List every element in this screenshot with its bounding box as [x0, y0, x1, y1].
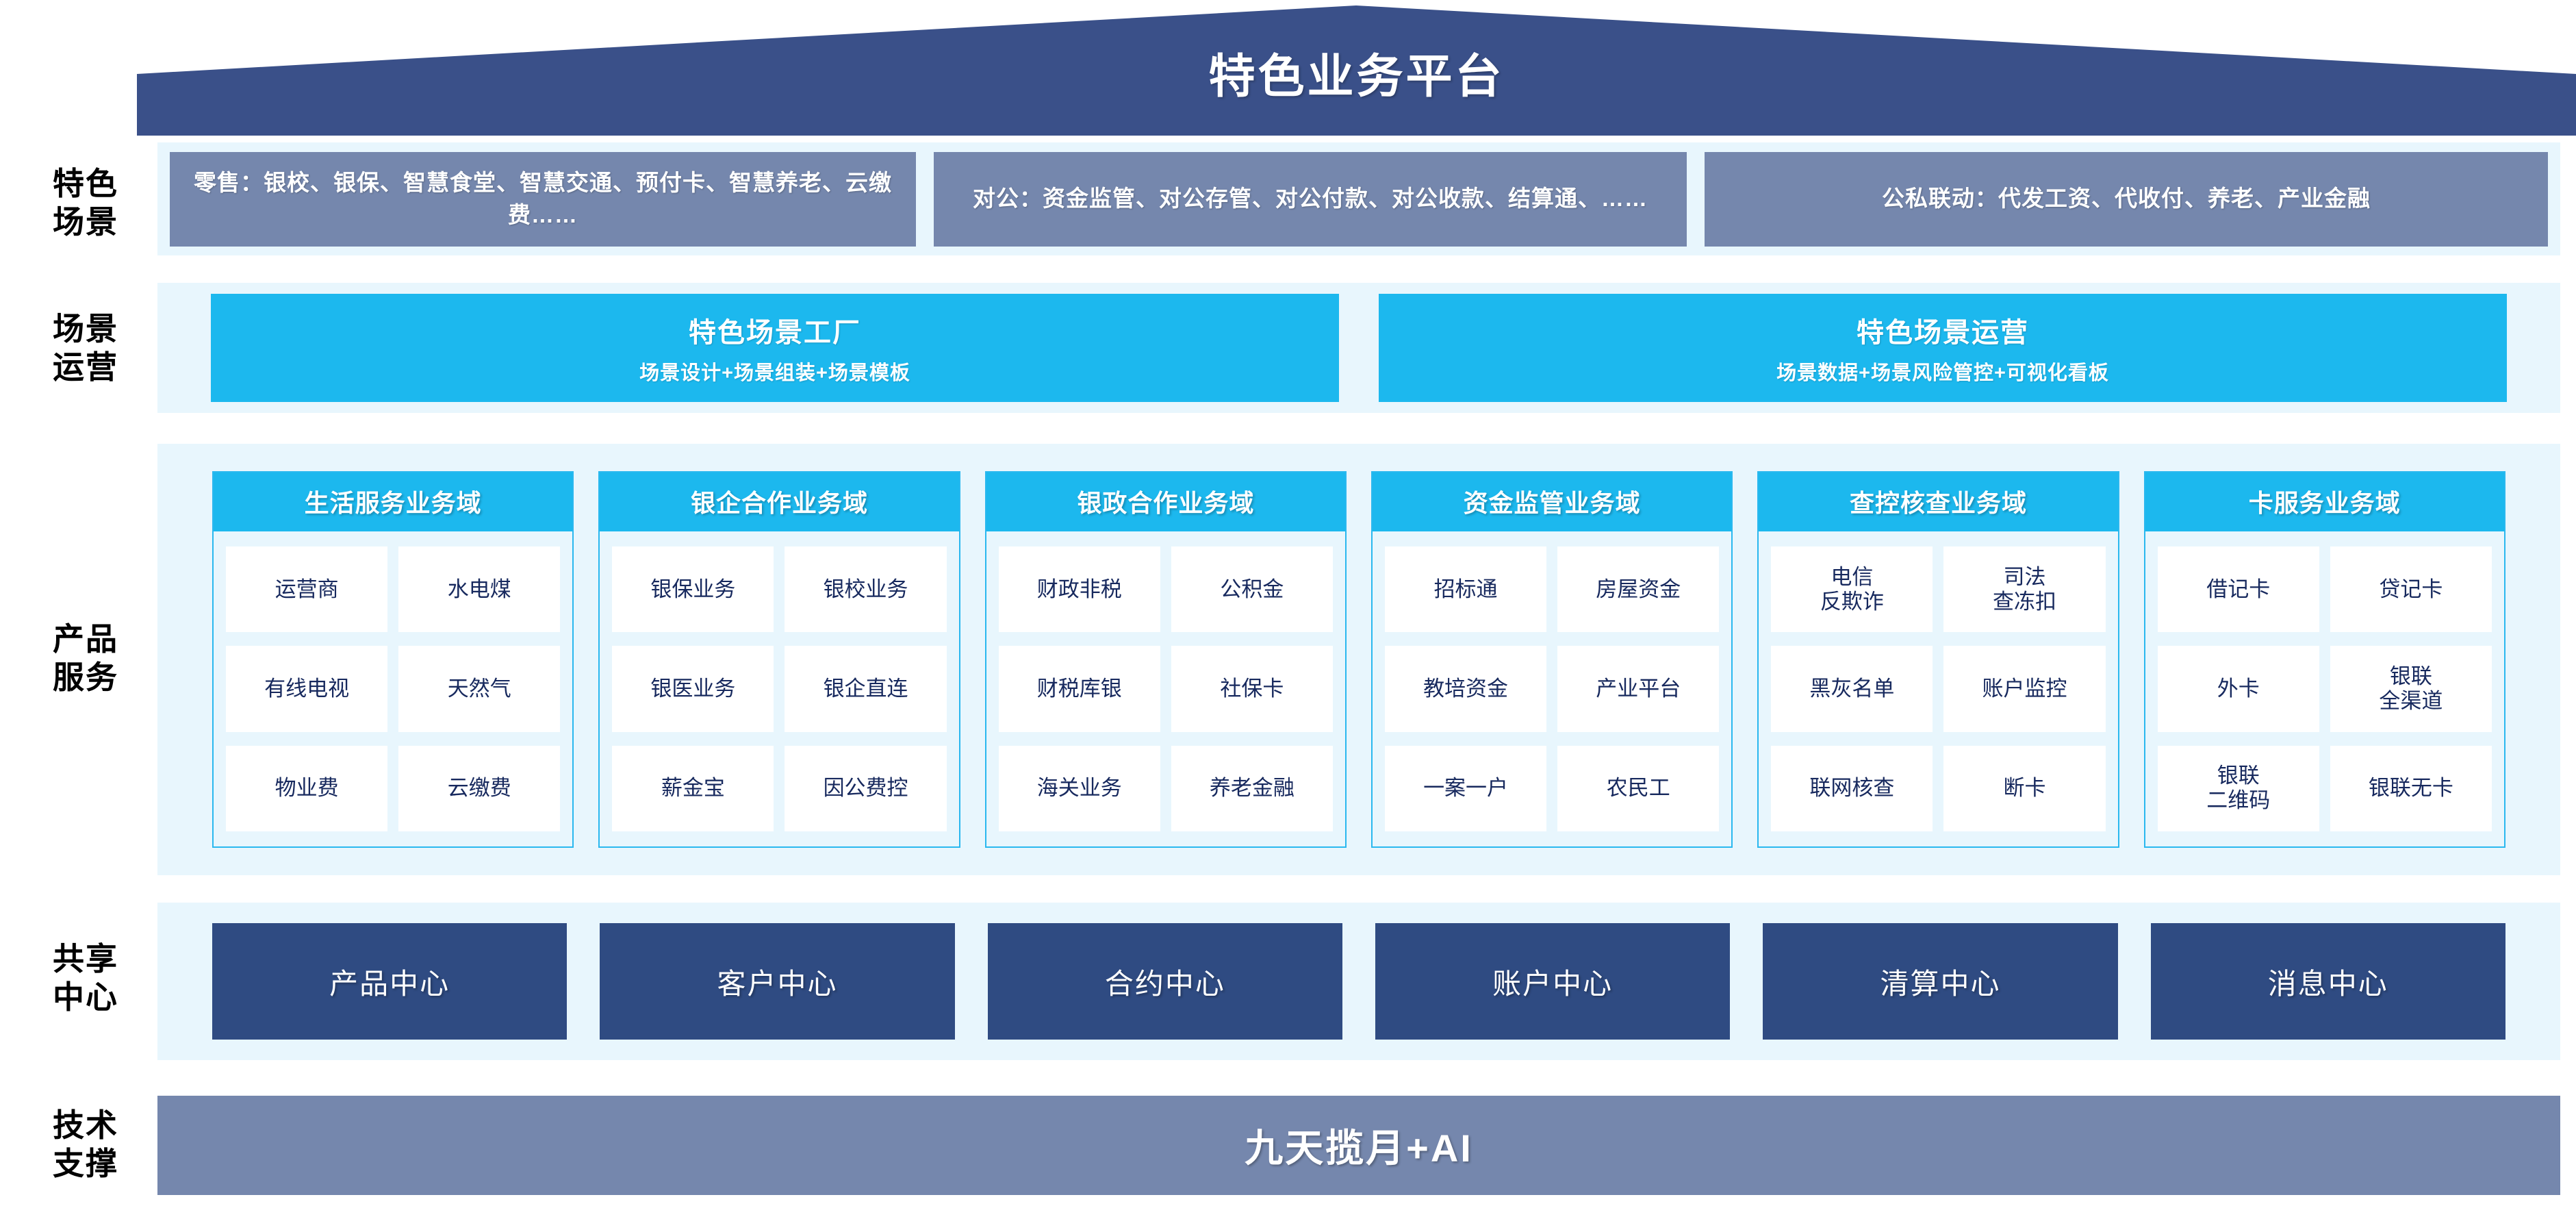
domain-items: 运营商 水电煤 有线电视 天然气 物业费 云缴费 [214, 531, 572, 846]
tech-support-row: 九天揽月+AI [157, 1096, 2560, 1195]
domain-items: 借记卡 贷记卡 外卡 银联 全渠道 银联 二维码 银联无卡 [2145, 531, 2504, 846]
domain-investigation-control[interactable]: 查控核查业务域 电信 反欺诈 司法 查冻扣 黑灰名单 账户监控 联网核查 断卡 [1757, 471, 2119, 848]
ops-factory-subtitle: 场景设计+场景组装+场景模板 [639, 362, 910, 384]
domain-item[interactable]: 司法 查冻扣 [1943, 546, 2106, 633]
domain-items: 银保业务 银校业务 银医业务 银企直连 薪金宝 因公费控 [600, 531, 958, 846]
domain-item[interactable]: 薪金宝 [612, 745, 774, 831]
domain-item[interactable]: 电信 反欺诈 [1771, 546, 1933, 633]
domain-item[interactable]: 联网核查 [1771, 745, 1933, 831]
domain-title: 资金监管业务域 [1372, 473, 1732, 531]
scenario-box-corporate[interactable]: 对公：资金监管、对公存管、对公付款、对公收款、结算通、…… [934, 151, 1687, 247]
page-title: 特色业务平台 [1208, 51, 1505, 103]
shared-center-row: 产品中心 客户中心 合约中心 账户中心 清算中心 消息中心 [157, 903, 2560, 1060]
tech-support-bar[interactable]: 九天揽月+AI [157, 1096, 2560, 1195]
row-label-products: 产品 服务 [53, 621, 118, 696]
scenario-row: 零售：银校、银保、智慧食堂、智慧交通、预付卡、智慧养老、云缴费…… 对公：资金监… [157, 142, 2560, 255]
domain-title: 银企合作业务域 [600, 473, 959, 531]
domain-item[interactable]: 产业平台 [1557, 646, 1720, 732]
shared-center-account[interactable]: 账户中心 [1375, 923, 1731, 1040]
ops-operation-title: 特色场景运营 [1857, 318, 2029, 348]
domain-item[interactable]: 贷记卡 [2330, 546, 2492, 633]
domain-item[interactable]: 云缴费 [398, 745, 561, 831]
domain-item[interactable]: 有线电视 [226, 646, 388, 732]
domain-item[interactable]: 银保业务 [612, 546, 774, 633]
domain-item[interactable]: 银联 二维码 [2157, 745, 2319, 831]
domain-title: 银政合作业务域 [986, 473, 1345, 531]
products-row: 生活服务业务域 运营商 水电煤 有线电视 天然气 物业费 云缴费 银企合作业务域… [157, 444, 2560, 875]
domain-item[interactable]: 银联无卡 [2330, 745, 2492, 831]
shared-center-product[interactable]: 产品中心 [212, 923, 568, 1040]
domain-item[interactable]: 房屋资金 [1557, 546, 1720, 633]
ops-operation-subtitle: 场景数据+场景风险管控+可视化看板 [1776, 362, 2109, 384]
domain-item[interactable]: 断卡 [1943, 745, 2106, 831]
row-label-shared-center: 共享 中心 [53, 941, 118, 1016]
domain-bank-enterprise[interactable]: 银企合作业务域 银保业务 银校业务 银医业务 银企直连 薪金宝 因公费控 [598, 471, 960, 848]
ops-box-scene-factory[interactable]: 特色场景工厂 场景设计+场景组装+场景模板 [211, 294, 1339, 402]
domain-item[interactable]: 养老金融 [1171, 745, 1333, 831]
domain-item[interactable]: 账户监控 [1943, 646, 2106, 732]
domain-item[interactable]: 公积金 [1171, 546, 1333, 633]
ops-factory-title: 特色场景工厂 [689, 318, 861, 348]
domain-item[interactable]: 银校业务 [785, 546, 947, 633]
platform-roof-banner: 特色业务平台 [137, 5, 2576, 136]
domain-item[interactable]: 农民工 [1557, 745, 1720, 831]
ops-box-scene-operation[interactable]: 特色场景运营 场景数据+场景风险管控+可视化看板 [1379, 294, 2507, 402]
domain-item[interactable]: 因公费控 [785, 745, 947, 831]
domain-item[interactable]: 招标通 [1384, 546, 1547, 633]
domain-item[interactable]: 财政非税 [998, 546, 1160, 633]
domain-item[interactable]: 水电煤 [398, 546, 561, 633]
scenario-box-public-private[interactable]: 公私联动：代发工资、代收付、养老、产业金融 [1705, 151, 2548, 247]
domain-item[interactable]: 银联 全渠道 [2330, 646, 2492, 732]
domain-title: 卡服务业务域 [2145, 473, 2504, 531]
domain-item[interactable]: 银企直连 [785, 646, 947, 732]
domain-items: 招标通 房屋资金 教培资金 产业平台 一案一户 农民工 [1373, 531, 1731, 846]
domain-life-service[interactable]: 生活服务业务域 运营商 水电煤 有线电视 天然气 物业费 云缴费 [212, 471, 574, 848]
domain-item[interactable]: 黑灰名单 [1771, 646, 1933, 732]
domain-fund-supervision[interactable]: 资金监管业务域 招标通 房屋资金 教培资金 产业平台 一案一户 农民工 [1370, 471, 1733, 848]
row-label-operations: 场景 运营 [53, 311, 118, 386]
domain-item[interactable]: 教培资金 [1384, 646, 1547, 732]
domain-item[interactable]: 社保卡 [1171, 646, 1333, 732]
shared-center-contract[interactable]: 合约中心 [987, 923, 1342, 1040]
domain-item[interactable]: 外卡 [2157, 646, 2319, 732]
shared-center-customer[interactable]: 客户中心 [600, 923, 955, 1040]
domain-card-service[interactable]: 卡服务业务域 借记卡 贷记卡 外卡 银联 全渠道 银联 二维码 银联无卡 [2143, 471, 2505, 848]
domain-items: 财政非税 公积金 财税库银 社保卡 海关业务 养老金融 [986, 531, 1345, 846]
domain-item[interactable]: 天然气 [398, 646, 561, 732]
row-label-tech-support: 技术 支撑 [53, 1107, 118, 1182]
domain-item[interactable]: 一案一户 [1384, 745, 1547, 831]
roof-shape-icon [137, 5, 2576, 136]
domain-item[interactable]: 运营商 [226, 546, 388, 633]
scenario-box-retail[interactable]: 零售：银校、银保、智慧食堂、智慧交通、预付卡、智慧养老、云缴费…… [170, 151, 916, 247]
operations-row: 特色场景工厂 场景设计+场景组装+场景模板 特色场景运营 场景数据+场景风险管控… [157, 283, 2560, 413]
domain-item[interactable]: 物业费 [226, 745, 388, 831]
domain-bank-government[interactable]: 银政合作业务域 财政非税 公积金 财税库银 社保卡 海关业务 养老金融 [984, 471, 1347, 848]
domain-item[interactable]: 财税库银 [998, 646, 1160, 732]
row-label-scenario: 特色 场景 [53, 166, 118, 240]
domain-item[interactable]: 海关业务 [998, 745, 1160, 831]
domain-items: 电信 反欺诈 司法 查冻扣 黑灰名单 账户监控 联网核查 断卡 [1759, 531, 2117, 846]
shared-center-settlement[interactable]: 清算中心 [1763, 923, 2118, 1040]
shared-center-message[interactable]: 消息中心 [2150, 923, 2505, 1040]
domain-title: 查控核查业务域 [1759, 473, 2118, 531]
domain-item[interactable]: 借记卡 [2157, 546, 2319, 633]
domain-title: 生活服务业务域 [214, 473, 573, 531]
domain-item[interactable]: 银医业务 [612, 646, 774, 732]
